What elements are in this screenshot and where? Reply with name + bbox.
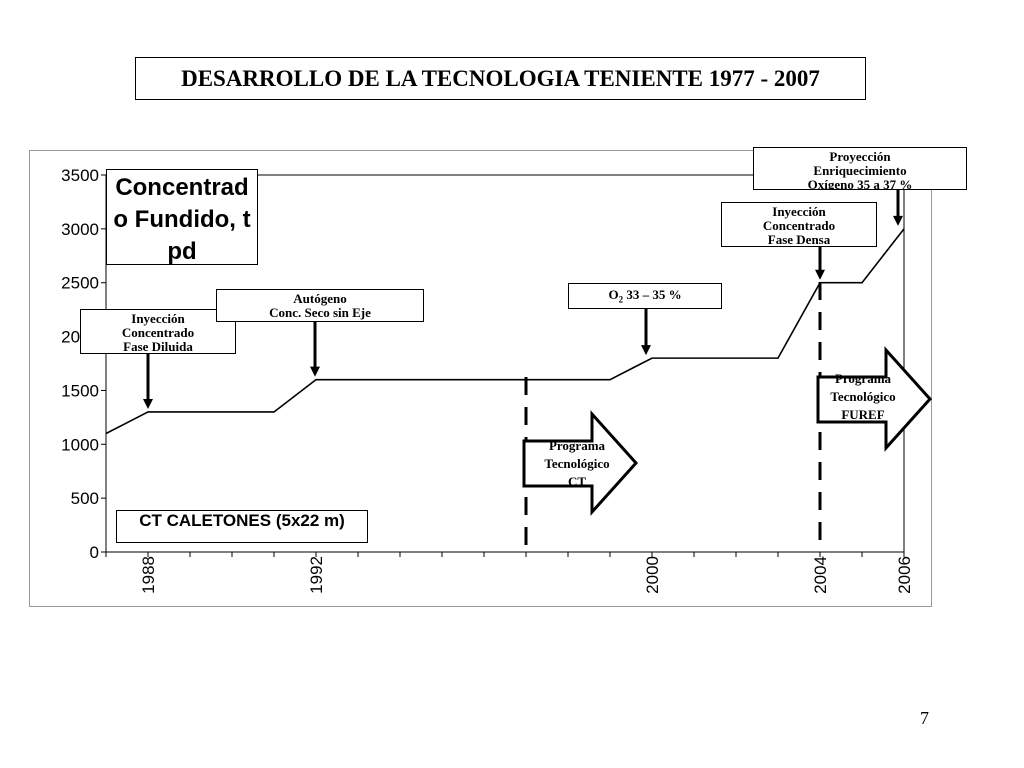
x-tick-label: 2000 xyxy=(643,556,662,594)
annotation-arrowhead xyxy=(143,398,153,409)
program-furef-label: Programa Tecnológico FUREF xyxy=(813,370,913,424)
y-tick-label: 1500 xyxy=(61,381,99,400)
annotation-line: Oxígeno 35 a 37 % xyxy=(807,177,913,190)
annotation-fase-diluida: Inyección Concentrado Fase Diluida xyxy=(80,309,236,354)
annotation-line: Enriquecimiento xyxy=(813,163,907,178)
annotation-fase-densa: Inyección Concentrado Fase Densa xyxy=(721,202,877,247)
annotation-text: O xyxy=(608,287,619,302)
x-tick-label: 2006 xyxy=(895,556,914,594)
annotation-arrowhead xyxy=(893,215,903,226)
page-title: DESARROLLO DE LA TECNOLOGIA TENIENTE 197… xyxy=(135,57,866,100)
annotation-line: Proyección xyxy=(829,149,891,164)
program-furef-arrow xyxy=(816,346,933,452)
plot-frame xyxy=(105,174,905,553)
annotation-line: Fase Diluida xyxy=(123,339,193,354)
y-tick-label: 500 xyxy=(71,489,99,508)
annotation-arrowhead xyxy=(815,269,825,280)
y-tick-label: 0 xyxy=(90,543,99,562)
annotation-arrowhead xyxy=(310,366,320,377)
footer-label-caletones: CT CALETONES (5x22 m) xyxy=(116,510,368,543)
program-line: Programa xyxy=(834,371,892,386)
annotation-subscript: 2 xyxy=(618,294,624,305)
program-line: Tecnológico xyxy=(830,389,896,404)
x-tick-label: 1988 xyxy=(139,556,158,594)
program-ct-label: Programa Tecnológico CT xyxy=(527,437,627,491)
annotation-text: 33 – 35 % xyxy=(623,287,682,302)
annotation-line: Concentrado xyxy=(762,218,836,233)
annotation-oxigeno: O2 33 – 35 % xyxy=(568,283,722,309)
y-tick-label: 3000 xyxy=(61,220,99,239)
annotation-line: Fase Densa xyxy=(767,232,831,247)
annotation-line: Autógeno xyxy=(293,291,347,306)
y-tick-label: 3500 xyxy=(61,166,99,185)
annotation-arrowhead xyxy=(641,345,651,356)
annotation-autogeno: Autógeno Conc. Seco sin Eje xyxy=(216,289,424,322)
program-line: CT xyxy=(567,474,587,489)
program-line: Tecnológico xyxy=(544,456,610,471)
y-axis-label: Concentrado Fundido, tpd xyxy=(106,169,258,265)
annotation-line: Inyección xyxy=(772,204,826,219)
program-line: FUREF xyxy=(841,407,885,422)
x-tick-label: 1992 xyxy=(307,556,326,594)
annotation-line: Conc. Seco sin Eje xyxy=(269,305,371,320)
annotation-line: Inyección xyxy=(131,311,185,326)
chart-area xyxy=(29,150,932,607)
x-tick-label: 2004 xyxy=(811,556,830,594)
y-tick-label: 1000 xyxy=(61,435,99,454)
annotation-proyeccion: Proyección Enriquecimiento Oxígeno 35 a … xyxy=(753,147,967,190)
program-line: Programa xyxy=(548,438,606,453)
program-ct-arrow xyxy=(522,410,639,516)
page-number: 7 xyxy=(920,708,929,728)
annotation-line: Concentrado xyxy=(121,325,195,340)
y-tick-label: 2500 xyxy=(61,274,99,293)
